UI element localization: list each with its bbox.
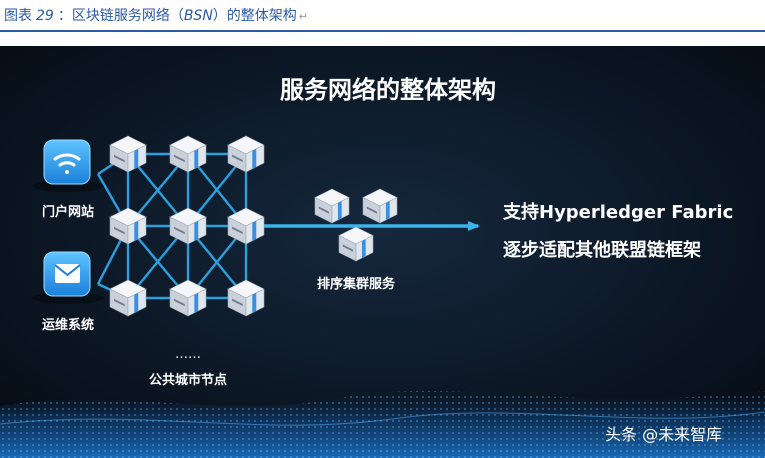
- ordering-cluster-label: 排序集群服务: [317, 276, 396, 292]
- city-node-cube-r2c1: [109, 207, 147, 245]
- city-node-cube-r2c2: [169, 207, 207, 245]
- caption-abbr: BSN: [183, 8, 213, 24]
- city-node-cube-r2c3: [227, 207, 265, 245]
- return-mark-icon: ↵: [298, 10, 309, 23]
- support-other-text: 逐步适配其他联盟链框架: [503, 239, 701, 261]
- more-nodes-marker: ……: [175, 347, 201, 362]
- city-node-cube-r3c2: [169, 279, 207, 317]
- city-node-cube-r3c3: [227, 279, 265, 317]
- watermark: 头条 @未来智库: [605, 425, 722, 444]
- portal-client: [32, 139, 104, 192]
- ordering-node-cube-3: [338, 226, 374, 262]
- caption-prefix: 图表: [4, 8, 32, 24]
- architecture-panel: 服务网络的整体架构 门户网站: [0, 46, 765, 458]
- caption-text-post: ）的整体架构: [212, 8, 297, 24]
- city-node-cube-r3c1: [109, 279, 147, 317]
- caption-rule: [0, 30, 765, 32]
- architecture-diagram: 服务网络的整体架构 门户网站: [0, 46, 765, 458]
- particle-wave: [0, 390, 765, 458]
- city-nodes-label: 公共城市节点: [149, 372, 227, 388]
- city-node-cube-r1c1: [109, 135, 147, 173]
- city-node-cube-r1c2: [169, 135, 207, 173]
- ordering-node-cube-1: [314, 188, 350, 224]
- ops-client: [32, 251, 104, 304]
- caption-number: 29: [36, 8, 54, 24]
- caption-text-pre: ：区块链服务网络（: [57, 8, 184, 24]
- mail-glyph: [54, 264, 81, 283]
- ops-label: 运维系统: [42, 317, 94, 333]
- city-node-cube-r1c3: [227, 135, 265, 173]
- wifi-glyph: [53, 153, 81, 174]
- node-cubes: [109, 135, 398, 317]
- diagram-title: 服务网络的整体架构: [280, 76, 496, 104]
- portal-label: 门户网站: [42, 204, 94, 220]
- ordering-node-cube-2: [362, 188, 398, 224]
- support-fabric-text: 支持Hyperledger Fabric: [502, 201, 733, 223]
